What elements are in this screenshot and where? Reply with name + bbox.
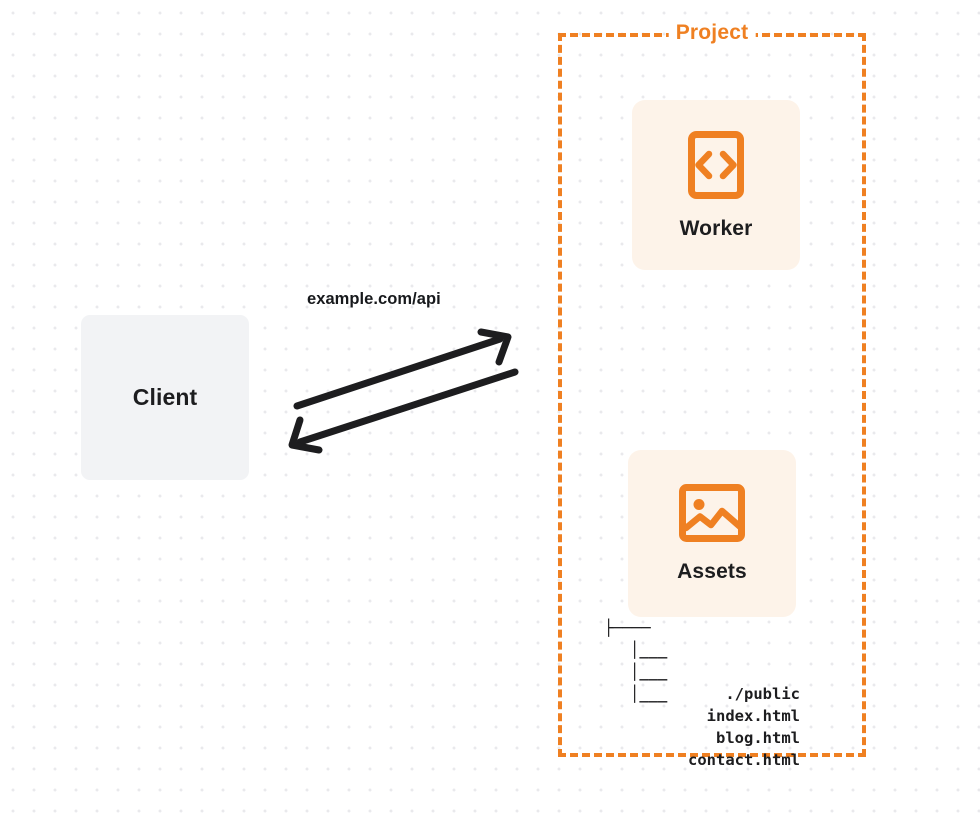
arrow-left-down-icon [288,368,519,454]
connection-label: example.com/api [307,290,441,308]
project-container: Project [558,22,866,757]
file-tree-row: │___ contact.html [604,683,804,769]
tree-branch-glyph: │___ [630,685,668,703]
project-container-label: Project [668,22,756,43]
file-tree-item-label: index.html [706,707,800,725]
client-node[interactable]: Client [81,315,249,480]
file-tree-row: │___ index.html [604,639,804,725]
file-tree-row: ├──── ./public [604,617,804,703]
tree-branch-glyph: │___ [630,663,668,681]
file-tree-item-label: blog.html [716,729,800,747]
assets-card[interactable]: Assets [628,450,796,617]
client-node-label: Client [132,384,198,410]
arrow-right-up-icon [293,328,512,410]
assets-card-label: Assets [677,560,747,583]
file-tree-item-label: ./public [725,685,800,703]
assets-file-tree: ├──── ./public │___ index.html │___ blog… [604,617,804,769]
tree-branch-glyph: │___ [630,641,668,659]
tree-branch-glyph: ├──── [604,619,651,637]
image-icon [678,483,746,543]
worker-card-label: Worker [679,216,753,240]
file-tree-item-label: contact.html [688,751,800,769]
code-brackets-icon [687,130,745,200]
worker-card[interactable]: Worker [632,100,800,270]
file-tree-row: │___ blog.html [604,661,804,747]
